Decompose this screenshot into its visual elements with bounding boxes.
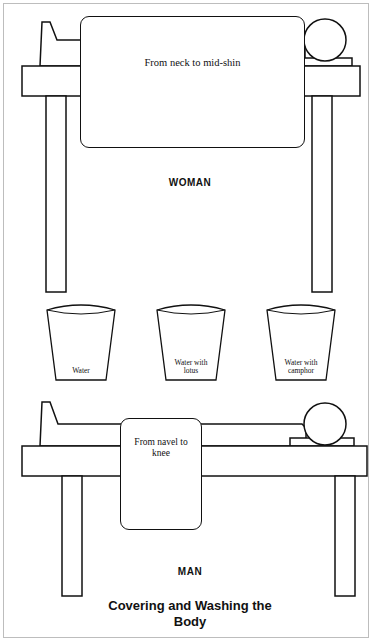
- bucket-label: Water: [59, 367, 103, 376]
- figure-label: WOMAN: [120, 177, 260, 188]
- bucket-shape: [47, 305, 115, 380]
- figure-label: MAN: [120, 566, 260, 577]
- table-leg: [335, 476, 355, 596]
- head-circle: [304, 403, 346, 445]
- water-bucket: Water with camphor: [265, 300, 337, 382]
- bucket-rim: [267, 310, 335, 314]
- cover-label: From navel to knee: [121, 419, 201, 459]
- bucket-label: Water with lotus: [169, 359, 213, 376]
- cover-cloth: From navel to knee: [120, 418, 202, 530]
- bucket-label: Water with camphor: [279, 359, 323, 376]
- figure-caption: Covering and Washing the Body: [95, 598, 285, 629]
- water-bucket: Water with lotus: [155, 300, 227, 382]
- table-leg: [312, 96, 332, 292]
- water-bucket: Water: [45, 300, 117, 382]
- table-leg: [46, 96, 66, 292]
- bucket-rim: [157, 310, 225, 314]
- bucket-shape: [267, 305, 335, 380]
- cover-cloth: From neck to mid-shin: [80, 16, 305, 148]
- head-circle: [304, 19, 346, 61]
- cover-label: From neck to mid-shin: [81, 17, 304, 69]
- table-leg: [62, 476, 82, 596]
- bucket-shape: [157, 305, 225, 380]
- bucket-rim: [47, 310, 115, 314]
